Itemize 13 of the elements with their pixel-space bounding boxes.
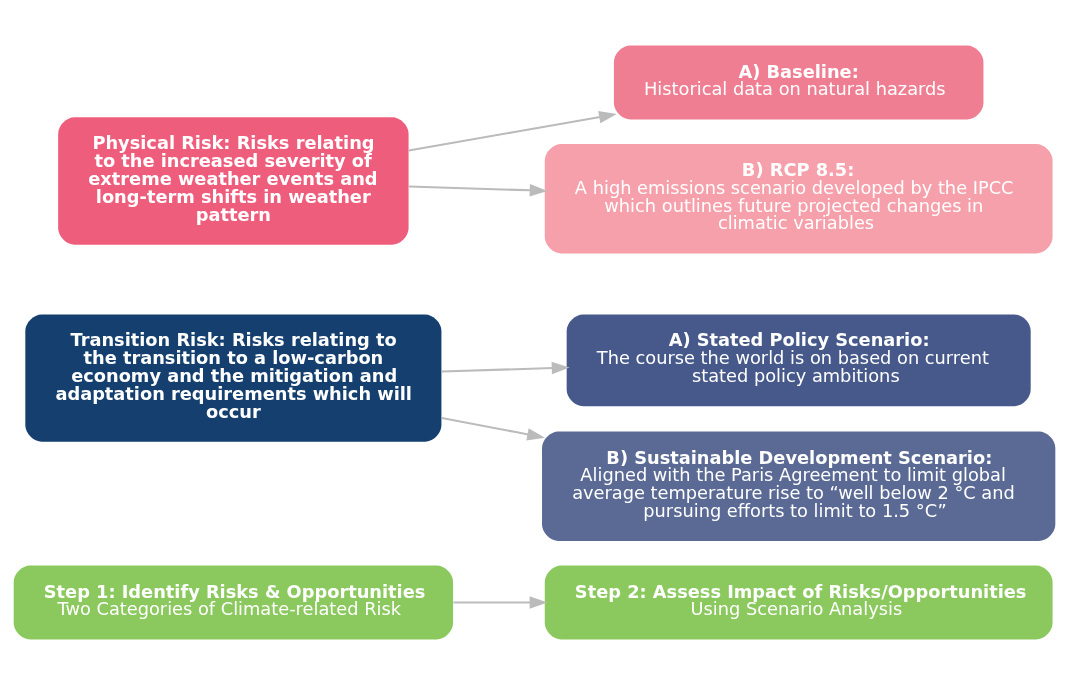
arrow xyxy=(441,361,570,374)
node-box: Physical Risk: Risks relating to the increased severity of extreme weather events and long-term shifts in weather pattern xyxy=(58,116,409,245)
arrow xyxy=(408,183,548,197)
arrow xyxy=(453,595,548,609)
node-box: A) Baseline: Historical data on natural hazards xyxy=(613,45,984,119)
node-box: Transition Risk: Risks relating to the transition to a low-carbon economy and the mitigation and adaptation requirements which will occur xyxy=(25,313,442,442)
node-box: A) Stated Policy Scenario: The course the world is on based on current stated policy ambitions xyxy=(566,313,1031,406)
node-box: Step 2: Assess Impact of Risks/Opportunities Using Scenario Analysis xyxy=(544,565,1053,639)
node-box: B) Sustainable Development Scenario: Aligned with the Paris Agreement to limit global average temperature rise to “well below 2 °C and pursuing efforts to limit to 1.5 °C” xyxy=(542,430,1056,541)
arrow xyxy=(408,110,617,151)
arrow xyxy=(441,416,545,440)
node-box: Step 1: Identify Risks & Opportunities Two Categories of Climate-related Risk xyxy=(13,565,454,639)
node-box: B) RCP 8.5: A high emissions scenario developed by the IPCC which outlines future projected changes in climatic variables xyxy=(544,143,1053,254)
